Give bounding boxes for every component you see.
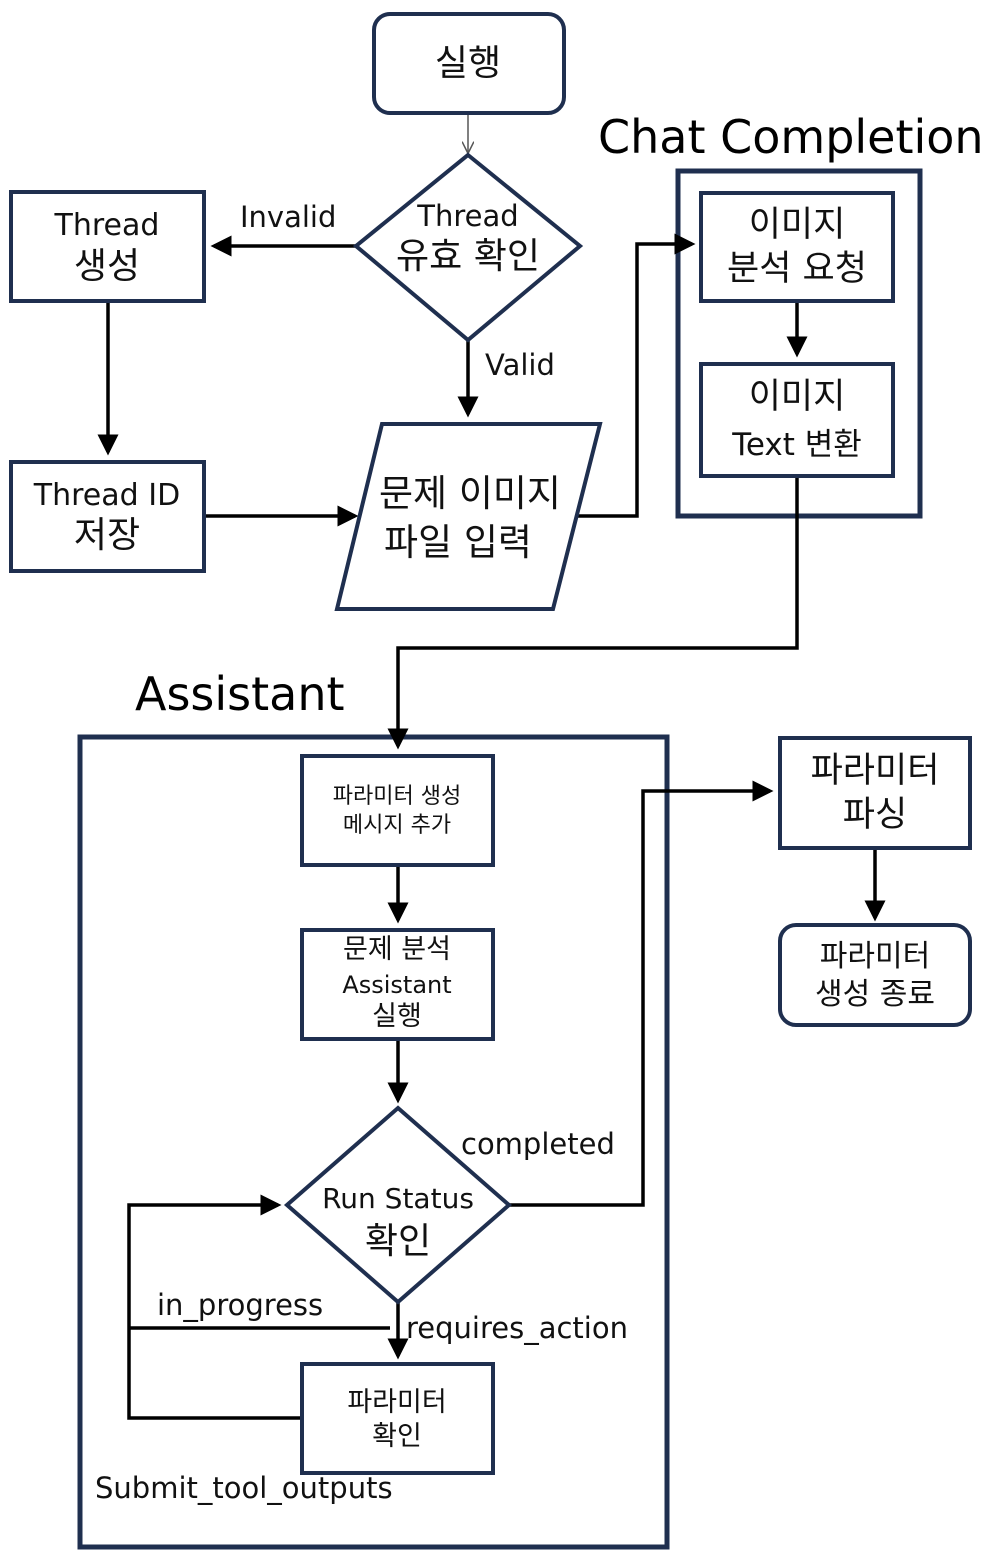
connector-submit-tool-outputs [127, 1194, 302, 1420]
check-params-label-1: 파라미터 [347, 1387, 446, 1418]
create-thread-node [9, 190, 206, 303]
run-assistant-node [300, 928, 495, 1041]
save-thread-id-label-2: 저장 [74, 515, 140, 556]
run-assistant-label-1: 문제 분석 [343, 934, 451, 965]
add-message-label-2: 메시지 추가 [343, 813, 451, 838]
parse-params-node [778, 736, 972, 850]
add-message-node [300, 754, 495, 867]
chat-completion-group [675, 168, 923, 519]
check-thread-label-1: Thread [416, 199, 518, 233]
parse-params-label-2: 파싱 [843, 795, 907, 835]
edge-label-in-progress: in_progress [157, 1288, 323, 1322]
assistant-title: Assistant [135, 667, 345, 721]
run-status-decision [283, 1105, 513, 1305]
run-status-label-1: Run Status [322, 1182, 474, 1215]
connector-completed [509, 780, 774, 1207]
check-params-label-2: 확인 [372, 1421, 422, 1452]
chat-completion-title: Chat Completion [598, 110, 984, 164]
edge-label-requires-action: requires_action [406, 1311, 628, 1345]
edge-label-submit-tool-outputs: Submit_tool_outputs [95, 1471, 393, 1505]
start-node [372, 12, 566, 115]
run-status-label-2: 확인 [365, 1221, 431, 1262]
image-request-node [699, 191, 895, 303]
run-assistant-label-3: 실행 [372, 1001, 422, 1032]
image-to-text-label-1: 이미지 [749, 377, 846, 417]
end-node [778, 923, 972, 1027]
edge-label-valid: Valid [485, 348, 555, 382]
assistant-group [77, 734, 670, 1550]
edge-label-completed: completed [461, 1127, 615, 1161]
image-to-text-node [699, 362, 895, 478]
check-thread-label-2: 유효 확인 [396, 236, 540, 277]
image-to-text-label-2: Text 변환 [731, 427, 862, 463]
create-thread-label-1: Thread [54, 208, 160, 243]
save-thread-id-node [9, 460, 206, 573]
end-label-2: 생성 종료 [815, 977, 935, 1012]
end-label-1: 파라미터 [820, 939, 930, 974]
input-image-node [334, 422, 603, 611]
image-request-label-1: 이미지 [749, 205, 846, 245]
check-thread-decision [352, 152, 584, 343]
edge-label-invalid: Invalid [240, 200, 336, 234]
input-image-label-1: 문제 이미지 [379, 472, 561, 515]
save-thread-id-label-1: Thread ID [33, 478, 180, 513]
start-node-label: 실행 [435, 43, 501, 84]
check-params-node [300, 1362, 495, 1475]
connector-input-to-chat [575, 233, 696, 518]
parse-params-label-1: 파라미터 [811, 751, 940, 791]
input-image-label-2: 파일 입력 [384, 521, 532, 564]
create-thread-label-2: 생성 [74, 246, 140, 287]
add-message-label-1: 파라미터 생성 [333, 784, 461, 809]
image-request-label-2: 분석 요청 [727, 249, 867, 289]
connector-text-to-assistant [387, 476, 799, 750]
run-assistant-label-2: Assistant [342, 971, 451, 999]
